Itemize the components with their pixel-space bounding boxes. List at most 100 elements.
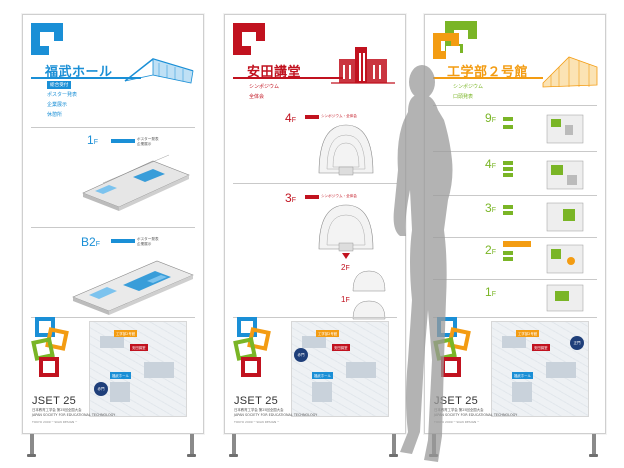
divider (31, 127, 195, 128)
human-silhouette-icon (393, 65, 453, 462)
subtitle-symposium: シンポジウム (453, 84, 484, 90)
engineering-building-icon (542, 56, 598, 88)
sign-panel-engineering-bldg2: 工学部２号館 シンポジウム 口頭発表 9F 4F (424, 14, 606, 434)
floor-unit: F (95, 241, 100, 248)
campus-map: 工学部2号館 安田講堂 福武ホール 赤門 (89, 321, 187, 417)
campus-map: 工学部2号館 安田講堂 福武ホール 正門 (491, 321, 589, 417)
map-block (502, 336, 526, 348)
floor-bar (503, 117, 513, 121)
floor-number: 9 (485, 111, 492, 125)
floor-2f-plan (352, 270, 386, 292)
floor-label-4f: 4F (285, 111, 296, 125)
floor-label-b2f: B2F (81, 235, 100, 249)
map-tag-yasuda: 安田講堂 (332, 344, 350, 351)
floor-label-3f: 3F (485, 201, 496, 215)
f3-label: シンポジウム・全体会 (321, 194, 357, 198)
b2-label-exhibit: 企業展示 (137, 242, 152, 246)
title-underline (31, 77, 141, 79)
map-block (144, 362, 174, 378)
divider (433, 195, 597, 196)
divider (433, 105, 597, 106)
orange-square-logo-icon (433, 33, 460, 60)
floor-label-3f: 3F (285, 191, 296, 205)
floor-label-4f: 4F (485, 157, 496, 171)
floor-number: 4 (485, 157, 492, 171)
floor-number: 2 (341, 263, 346, 272)
floor-unit: F (491, 291, 496, 298)
tagline-line1: 日本教育工学会 第25回全国大会 (234, 408, 284, 412)
floor-unit: F (93, 139, 98, 146)
jset-rings-logo-icon (31, 317, 69, 377)
floor-bar (305, 115, 319, 119)
floor-bar (503, 173, 513, 177)
map-tag-yasuda: 安田講堂 (532, 344, 550, 351)
floor-unit: F (345, 265, 350, 272)
floor-bar (111, 239, 135, 243)
map-tag-engineering: 工学部2号館 (316, 330, 340, 337)
floor-unit: F (291, 197, 296, 204)
map-gate-akamon: 赤門 (94, 382, 108, 396)
floor-4f-plan (546, 160, 584, 190)
floor-bar (503, 167, 513, 171)
panel-title: 福武ホール (45, 65, 113, 80)
floor-b2f-isometric-map (72, 260, 194, 315)
f1-label-exhibit: 企業展示 (137, 142, 152, 146)
tagline-line2: JAPAN SOCIETY FOR EDUCATIONAL TECHNOLOGY (434, 412, 518, 417)
divider (233, 183, 397, 184)
stand-leg (232, 434, 236, 456)
map-tag-yasuda: 安田講堂 (130, 344, 148, 351)
floor-bar (305, 195, 319, 199)
map-block (346, 362, 376, 378)
campus-map: 工学部2号館 安田講堂 福武ホール 赤門 (291, 321, 389, 417)
blue-square-logo-icon (31, 23, 63, 55)
floor-number: 3 (485, 201, 492, 215)
map-tag-fukutake: 福武ホール (512, 372, 533, 379)
floor-label-1f: 1F (341, 295, 350, 304)
floor-bar (503, 205, 513, 209)
tagline-line2: JAPAN SOCIETY FOR EDUCATIONAL TECHNOLOGY (32, 412, 116, 417)
b2-label-poster: ポスター発表 (137, 237, 159, 241)
floor-label-1f: 1F (87, 133, 98, 147)
floor-label-9f: 9F (485, 111, 496, 125)
floor-number: 4 (285, 111, 292, 125)
floor-number: 1 (485, 285, 492, 299)
sign-panel-yasuda-auditorium: 安田講堂 シンポジウム 全体会 4F シンポジウム・全体会 3F (224, 14, 406, 434)
floor-label-2f: 2F (341, 263, 350, 272)
map-block (546, 362, 576, 378)
fukutake-hall-building-icon (124, 58, 194, 84)
stand-leg (592, 434, 596, 456)
subtitle-plenary: 全体会 (249, 94, 265, 100)
floor-9f-plan (546, 114, 584, 144)
panel-title: 工学部２号館 (447, 65, 529, 80)
map-tag-engineering: 工学部2号館 (516, 330, 540, 337)
floor-1f-plan (352, 300, 386, 320)
tagline-line1: 日本教育工学会 第25回全国大会 (434, 408, 484, 412)
floor-bar (111, 139, 135, 143)
stand-leg (190, 434, 194, 456)
stand-foot (589, 454, 598, 457)
panel-title: 安田講堂 (247, 65, 302, 80)
f4-label: シンポジウム・全体会 (321, 114, 357, 118)
floor-2f-plan (546, 244, 584, 274)
divider (433, 151, 597, 152)
floor-4f-plan (318, 124, 374, 176)
map-block (312, 382, 332, 402)
red-square-logo-icon (233, 23, 265, 55)
floor-number: 1 (87, 133, 94, 147)
floor-bar (503, 161, 513, 165)
stand-foot (27, 454, 36, 457)
floor-unit: F (491, 163, 496, 170)
event-name: JSET 25 (434, 395, 479, 407)
title-underline (233, 77, 343, 79)
floor-1f-plan (546, 284, 584, 312)
map-block (110, 382, 130, 402)
map-block (512, 382, 532, 402)
tagline-line1: 日本教育工学会 第25回全国大会 (32, 408, 82, 412)
item-exhibit: 企業展示 (47, 102, 68, 108)
yasuda-auditorium-building-icon (331, 47, 395, 84)
stand-leg (30, 434, 34, 456)
